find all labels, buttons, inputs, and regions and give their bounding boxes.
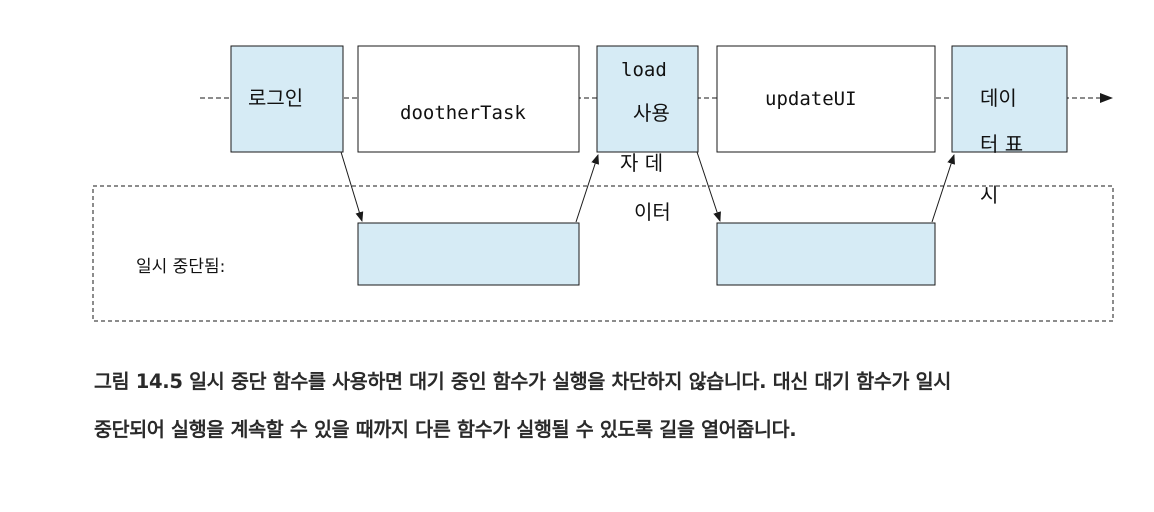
arrow-load-to-suspend (696, 151, 721, 222)
caption-line-1: 그림 14.5 일시 중단 함수를 사용하면 대기 중인 함수가 실행을 차단하… (94, 370, 951, 393)
update-ui-box (716, 45, 936, 153)
caption-line-2: 중단되어 실행을 계속할 수 있을 때까지 다른 함수가 실행될 수 있도록 길… (94, 418, 797, 441)
display-label-1: 데이 (980, 86, 1017, 110)
login-label: 로그인 (248, 86, 303, 110)
update-ui-label: updateUI (765, 88, 857, 110)
arrow-login-to-suspend (340, 151, 364, 222)
timeline-arrow-icon (1100, 93, 1113, 103)
display-label-3: 시 (980, 183, 998, 207)
suspended-label: 일시 중단됨: (136, 257, 225, 277)
suspended-load-box (716, 222, 936, 286)
load-data-label-1: 자 데 (620, 151, 663, 175)
display-label-2: 터 표 (980, 132, 1023, 156)
arrow-resume-to-load (575, 154, 599, 223)
load-code-label: load (621, 59, 667, 81)
suspended-region (92, 185, 1114, 322)
load-user-data-box (596, 45, 699, 153)
other-task-box (357, 45, 580, 153)
suspended-login-box (357, 222, 580, 286)
suspend-function-diagram: 로그인 dootherTask load 사용 자 데 이터 updateUI … (92, 45, 1114, 322)
display-data-box (951, 45, 1068, 153)
arrow-resume-to-display (931, 154, 955, 223)
load-user-label: 사용 (633, 101, 670, 125)
login-box (230, 45, 344, 153)
other-task-label: dootherTask (400, 102, 526, 124)
load-data-label-2: 이터 (634, 200, 671, 224)
